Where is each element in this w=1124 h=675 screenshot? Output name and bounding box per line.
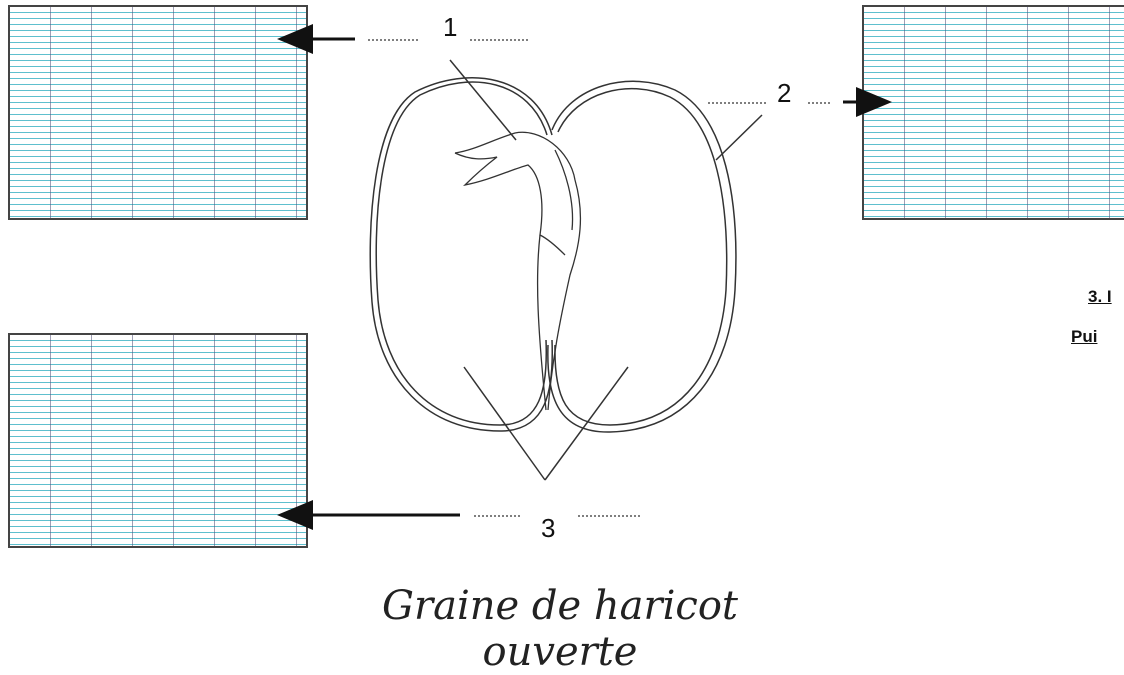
answer-box-2[interactable] xyxy=(862,5,1124,220)
embryo xyxy=(454,131,582,411)
pointer-2 xyxy=(715,114,763,161)
pointer-3a xyxy=(463,366,546,481)
label-2: 2 xyxy=(777,78,792,108)
left-cotyledon xyxy=(369,77,554,432)
pointer-1 xyxy=(449,59,517,141)
answer-box-3[interactable] xyxy=(8,333,308,548)
answer-box-1[interactable] xyxy=(8,5,308,220)
question-text: Pui xyxy=(1071,327,1098,346)
diagram-caption: Graine de haricot ouverte xyxy=(382,583,738,675)
dotted-leaders xyxy=(368,39,830,517)
pointer-lines xyxy=(449,59,763,481)
pointer-3b xyxy=(544,366,629,481)
question-heading: 3. I xyxy=(1088,287,1112,306)
right-cotyledon xyxy=(547,80,737,433)
label-1: 1 xyxy=(443,12,458,42)
label-3: 3 xyxy=(541,513,556,543)
